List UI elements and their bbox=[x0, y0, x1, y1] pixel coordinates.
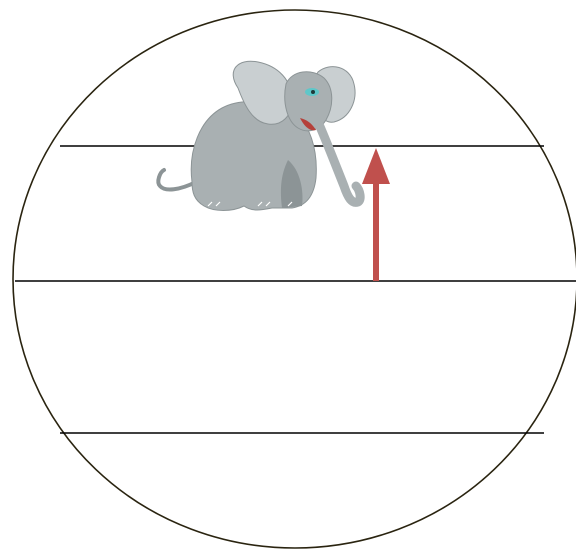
arrow-head bbox=[362, 148, 390, 184]
elephant-trunk bbox=[318, 122, 360, 202]
upward-arrow bbox=[362, 148, 390, 281]
elephant-pupil bbox=[311, 90, 315, 94]
elephant-tail bbox=[158, 170, 196, 189]
elephant-icon bbox=[158, 61, 360, 210]
